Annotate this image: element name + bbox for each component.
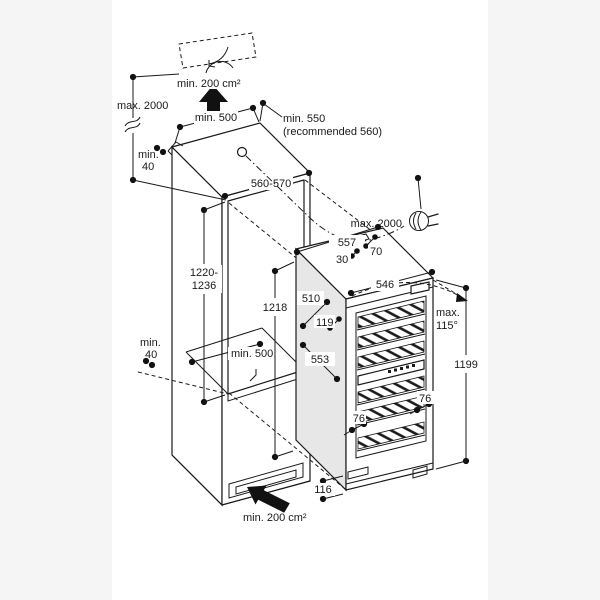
appliance-door bbox=[345, 277, 434, 491]
dim-appliance-width: 546 bbox=[347, 268, 436, 297]
airflow-in-arrow-icon bbox=[247, 485, 290, 513]
cable-entry-point bbox=[236, 146, 248, 158]
dim-119: 119 bbox=[314, 315, 342, 331]
label-76-left: 76 bbox=[353, 413, 365, 425]
label-510: 510 bbox=[302, 293, 320, 305]
top-vent-notch bbox=[167, 141, 184, 156]
top-vent-cutout bbox=[178, 32, 257, 74]
dim-min-500-mid: min. 500 bbox=[188, 340, 273, 366]
door-bottom-edge bbox=[345, 462, 434, 485]
dim-116: 116 bbox=[311, 475, 344, 503]
dim-min-550: min. 550 (recommended 560) bbox=[259, 99, 382, 138]
label-vent-top: min. 200 cm² bbox=[177, 78, 241, 90]
label-door-opening-1: max. bbox=[436, 307, 460, 319]
dim-76-left: 76 bbox=[343, 411, 368, 436]
door-swing-arc: max. 115° bbox=[351, 279, 468, 332]
label-76-right: 76 bbox=[419, 393, 431, 405]
dim-1218: 1218 bbox=[259, 261, 295, 461]
label-min-500-top: min. 500 bbox=[195, 112, 237, 124]
wine-racks bbox=[356, 300, 426, 452]
plinth-vent-slot bbox=[235, 469, 297, 495]
dim-557-30-70: 557 30 70 bbox=[293, 223, 385, 266]
label-max-height-left: max. 2000 bbox=[117, 100, 168, 112]
label-appliance-height: 1199 bbox=[454, 359, 478, 371]
door-swing-arrowhead bbox=[456, 293, 468, 302]
dim-max-2000-left: max. 2000 bbox=[117, 73, 227, 201]
label-70: 70 bbox=[370, 246, 382, 258]
cable-route bbox=[245, 155, 405, 242]
dim-76-right: 76 bbox=[409, 391, 436, 415]
airflow-up-arrow-icon bbox=[199, 85, 228, 114]
label-vent-bottom: min. 200 cm² bbox=[243, 512, 307, 524]
appliance-bottom-lip bbox=[347, 466, 369, 480]
label-niche-height-2: 1236 bbox=[192, 280, 216, 292]
label-door-opening-2: 115° bbox=[436, 320, 458, 332]
label-min-40-mid-2: 40 bbox=[145, 349, 157, 361]
label-557: 557 bbox=[338, 237, 356, 249]
dim-appliance-height: 1199 bbox=[435, 279, 482, 470]
door-glass-window bbox=[355, 295, 427, 459]
dim-min-500-top: min. 500 bbox=[174, 104, 260, 144]
label-cable-length: max. 2000 bbox=[351, 218, 402, 230]
dim-niche-height: 1220- 1236 bbox=[186, 201, 226, 406]
dim-niche-width: 560-570 bbox=[221, 169, 313, 200]
control-panel bbox=[357, 359, 425, 386]
dimension-break-icon bbox=[124, 116, 141, 133]
niche-shelf bbox=[185, 327, 305, 395]
dim-510: 510 bbox=[297, 291, 331, 330]
air-swirl-icon bbox=[205, 46, 234, 74]
label-116: 116 bbox=[314, 484, 332, 496]
label-119: 119 bbox=[316, 317, 334, 329]
label-niche-height-1: 1220- bbox=[190, 267, 218, 279]
wine-cabinet-appliance bbox=[294, 227, 435, 492]
label-recommended-560: (recommended 560) bbox=[283, 126, 382, 138]
mains-connection: max. 2000 bbox=[236, 146, 439, 242]
dim-553: 553 bbox=[299, 341, 341, 383]
label-553: 553 bbox=[311, 354, 329, 366]
label-min-40-mid-1: min. bbox=[140, 337, 161, 349]
label-30: 30 bbox=[336, 254, 348, 266]
dim-min-40-mid: min. 40 bbox=[140, 337, 161, 369]
label-appliance-width: 546 bbox=[376, 279, 394, 291]
power-plug-icon bbox=[409, 211, 439, 231]
label-min-500-mid: min. 500 bbox=[231, 348, 273, 360]
label-min-40-top-2: 40 bbox=[142, 161, 154, 173]
label-min-40-top-1: min. bbox=[138, 149, 159, 161]
label-niche-width: 560-570 bbox=[251, 178, 291, 190]
appliance-foot bbox=[412, 465, 428, 479]
label-1218: 1218 bbox=[263, 302, 287, 314]
label-min-550: min. 550 bbox=[283, 113, 325, 125]
dim-min-40-top: min. 40 bbox=[138, 144, 167, 173]
